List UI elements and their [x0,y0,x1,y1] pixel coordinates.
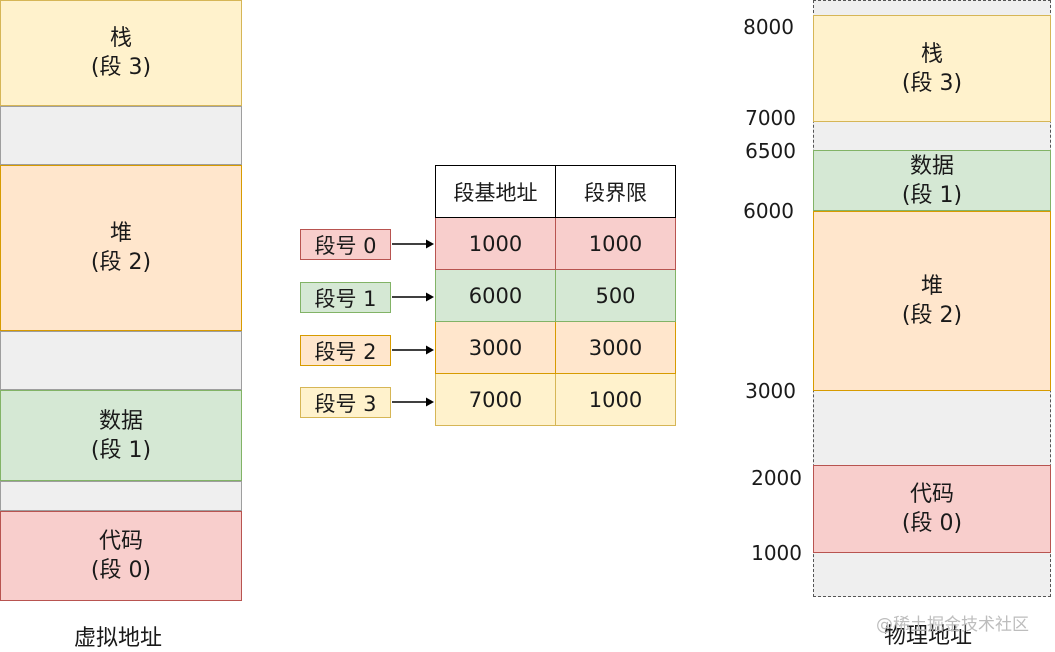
segment-name: 堆 [109,221,132,246]
physical-address-caption: 物理地址 [884,624,973,649]
virtual-address-caption: 虚拟地址 [74,626,163,651]
segment-name: 栈 [920,41,943,67]
table-row: 3000 3000 [435,321,676,374]
virtual-data-segment: 数据 (段 1) [0,390,242,481]
address-tick: 2000 [751,466,802,490]
address-tick: 1000 [751,541,802,565]
segment-name: 堆 [920,274,943,299]
base-cell: 1000 [435,217,556,270]
limit-cell: 1000 [555,373,676,426]
segment-number-label: 段号 1 [300,282,391,313]
address-tick: 6000 [743,199,794,223]
watermark: @稀土掘金技术社区 [876,615,1029,635]
virtual-heap-segment: 堆 (段 2) [0,165,242,331]
segment-number-label: 段号 3 [300,387,391,418]
physical-code-segment: 代码 (段 0) [813,465,1051,553]
table-row: 7000 1000 [435,373,676,426]
segment-number: (段 1) [901,182,963,208]
arrow-icon [392,239,434,249]
segment-number: (段 2) [90,250,152,275]
segment-name: 数据 [909,153,954,179]
virtual-gap [0,106,242,165]
table-row: 1000 1000 [435,217,676,270]
limit-cell: 3000 [555,321,676,374]
segment-name: 代码 [98,529,143,554]
physical-heap-segment: 堆 (段 2) [813,211,1051,391]
table-row: 6000 500 [435,269,676,322]
segment-table-header: 段基地址 段界限 [435,165,676,218]
address-tick: 6500 [745,139,796,163]
segment-number: (段 2) [901,303,963,328]
segment-number: (段 0) [901,511,963,536]
segment-name: 数据 [98,408,143,434]
virtual-code-segment: 代码 (段 0) [0,511,242,601]
segment-name: 栈 [109,26,132,51]
base-cell: 7000 [435,373,556,426]
virtual-stack-segment: 栈 (段 3) [0,0,242,106]
arrow-icon [392,292,434,302]
segment-number: (段 1) [90,437,152,463]
arrow-icon [392,345,434,355]
segment-number: (段 3) [90,55,152,80]
base-address-header: 段基地址 [435,165,556,218]
physical-stack-segment: 栈 (段 3) [813,15,1051,122]
segment-number: (段 0) [90,558,152,583]
limit-cell: 1000 [555,217,676,270]
segment-name: 代码 [909,482,954,507]
base-cell: 6000 [435,269,556,322]
base-cell: 3000 [435,321,556,374]
arrow-icon [392,397,434,407]
segment-number-label: 段号 0 [300,229,391,260]
physical-data-segment: 数据 (段 1) [813,150,1051,211]
virtual-gap [0,331,242,390]
address-tick: 7000 [745,106,796,130]
limit-cell: 500 [555,269,676,322]
segment-number-label: 段号 2 [300,335,391,366]
limit-header: 段界限 [555,165,676,218]
address-tick: 3000 [745,379,796,403]
segment-table: 段基地址 段界限 1000 1000 6000 500 3000 3000 70… [435,165,676,426]
segment-number: (段 3) [901,70,963,96]
virtual-gap [0,481,242,511]
address-tick: 8000 [743,15,794,39]
